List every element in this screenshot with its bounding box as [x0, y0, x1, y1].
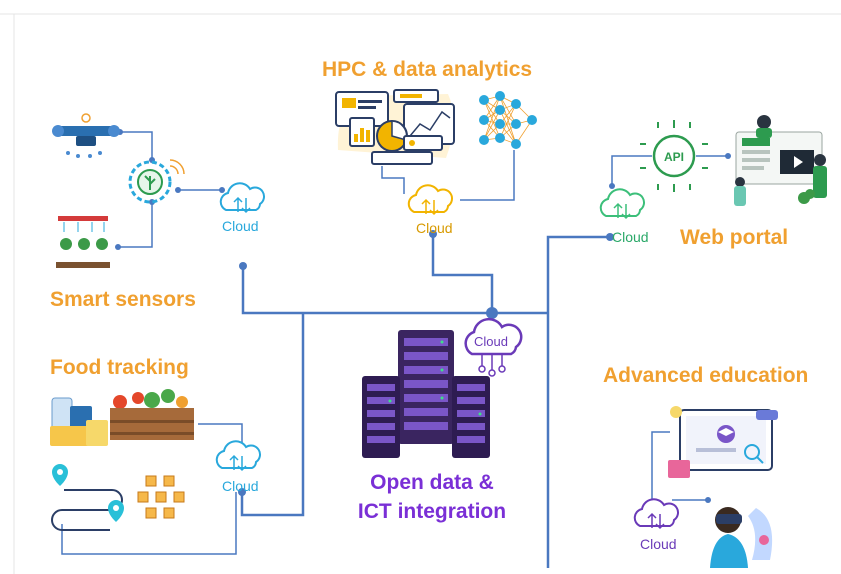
line-sensors-to-hub [241, 266, 548, 315]
cloud-food-icon [215, 440, 261, 472]
dot-food-cloud [238, 488, 246, 496]
drone-icon [52, 113, 120, 158]
cloud-education-label: Cloud [640, 536, 677, 552]
cloud-sensors-label: Cloud [222, 218, 259, 234]
dot-web-cloud [606, 233, 614, 241]
analytics-dashboard-icon [335, 89, 455, 165]
cloud-hpc-icon [407, 184, 453, 216]
elearning-screen-icon [668, 406, 778, 478]
open-data-line-2: ICT integration [357, 500, 507, 523]
line-web-to-hub [546, 235, 610, 568]
api-chip-icon: API [640, 120, 708, 192]
sensor-connectors [118, 131, 222, 248]
advanced-education-label: Advanced education [603, 364, 809, 387]
dot-sensors-cloud [239, 262, 247, 270]
connection-lines [240, 234, 610, 568]
line-food-to-hub [240, 313, 305, 517]
cloud-center-label: Cloud [474, 334, 508, 349]
vr-student-icon [710, 507, 773, 568]
web-connectors [611, 155, 728, 186]
web-portal-illustration-icon [734, 115, 827, 206]
sensor-gear-icon [128, 159, 185, 204]
hpc-connectors [381, 150, 515, 201]
vegetable-crate-icon [110, 389, 194, 440]
cloud-education-icon [633, 498, 679, 530]
cloud-sensors-icon [219, 182, 265, 214]
api-text: API [664, 150, 684, 164]
connector-dots [238, 230, 614, 496]
cloud-hpc-label: Cloud [416, 220, 453, 236]
server-racks-icon [362, 330, 490, 458]
smart-sensors-label: Smart sensors [50, 288, 196, 311]
route-tracking-icon [51, 464, 124, 531]
cloud-web-label: Cloud [612, 229, 649, 245]
neural-network-icon [479, 91, 537, 149]
open-data-label: Open data & ICT integration [352, 468, 512, 526]
cloud-web-icon [599, 188, 645, 220]
blockchain-cubes-icon [137, 475, 185, 519]
cloud-food-label: Cloud [222, 478, 259, 494]
food-tracking-label: Food tracking [50, 356, 189, 379]
hub-dot [486, 307, 498, 319]
dot-hpc-cloud [429, 230, 437, 238]
food-connectors [61, 423, 243, 555]
cloud-center-icon [464, 317, 523, 377]
groceries-icon [50, 397, 108, 446]
web-portal-label: Web portal [680, 226, 789, 249]
education-connectors [651, 431, 708, 504]
irrigation-plants-icon [56, 216, 110, 268]
open-data-line-1: Open data & [370, 471, 494, 494]
hpc-title: HPC & data analytics [322, 58, 533, 81]
line-hpc-to-hub [431, 234, 494, 313]
